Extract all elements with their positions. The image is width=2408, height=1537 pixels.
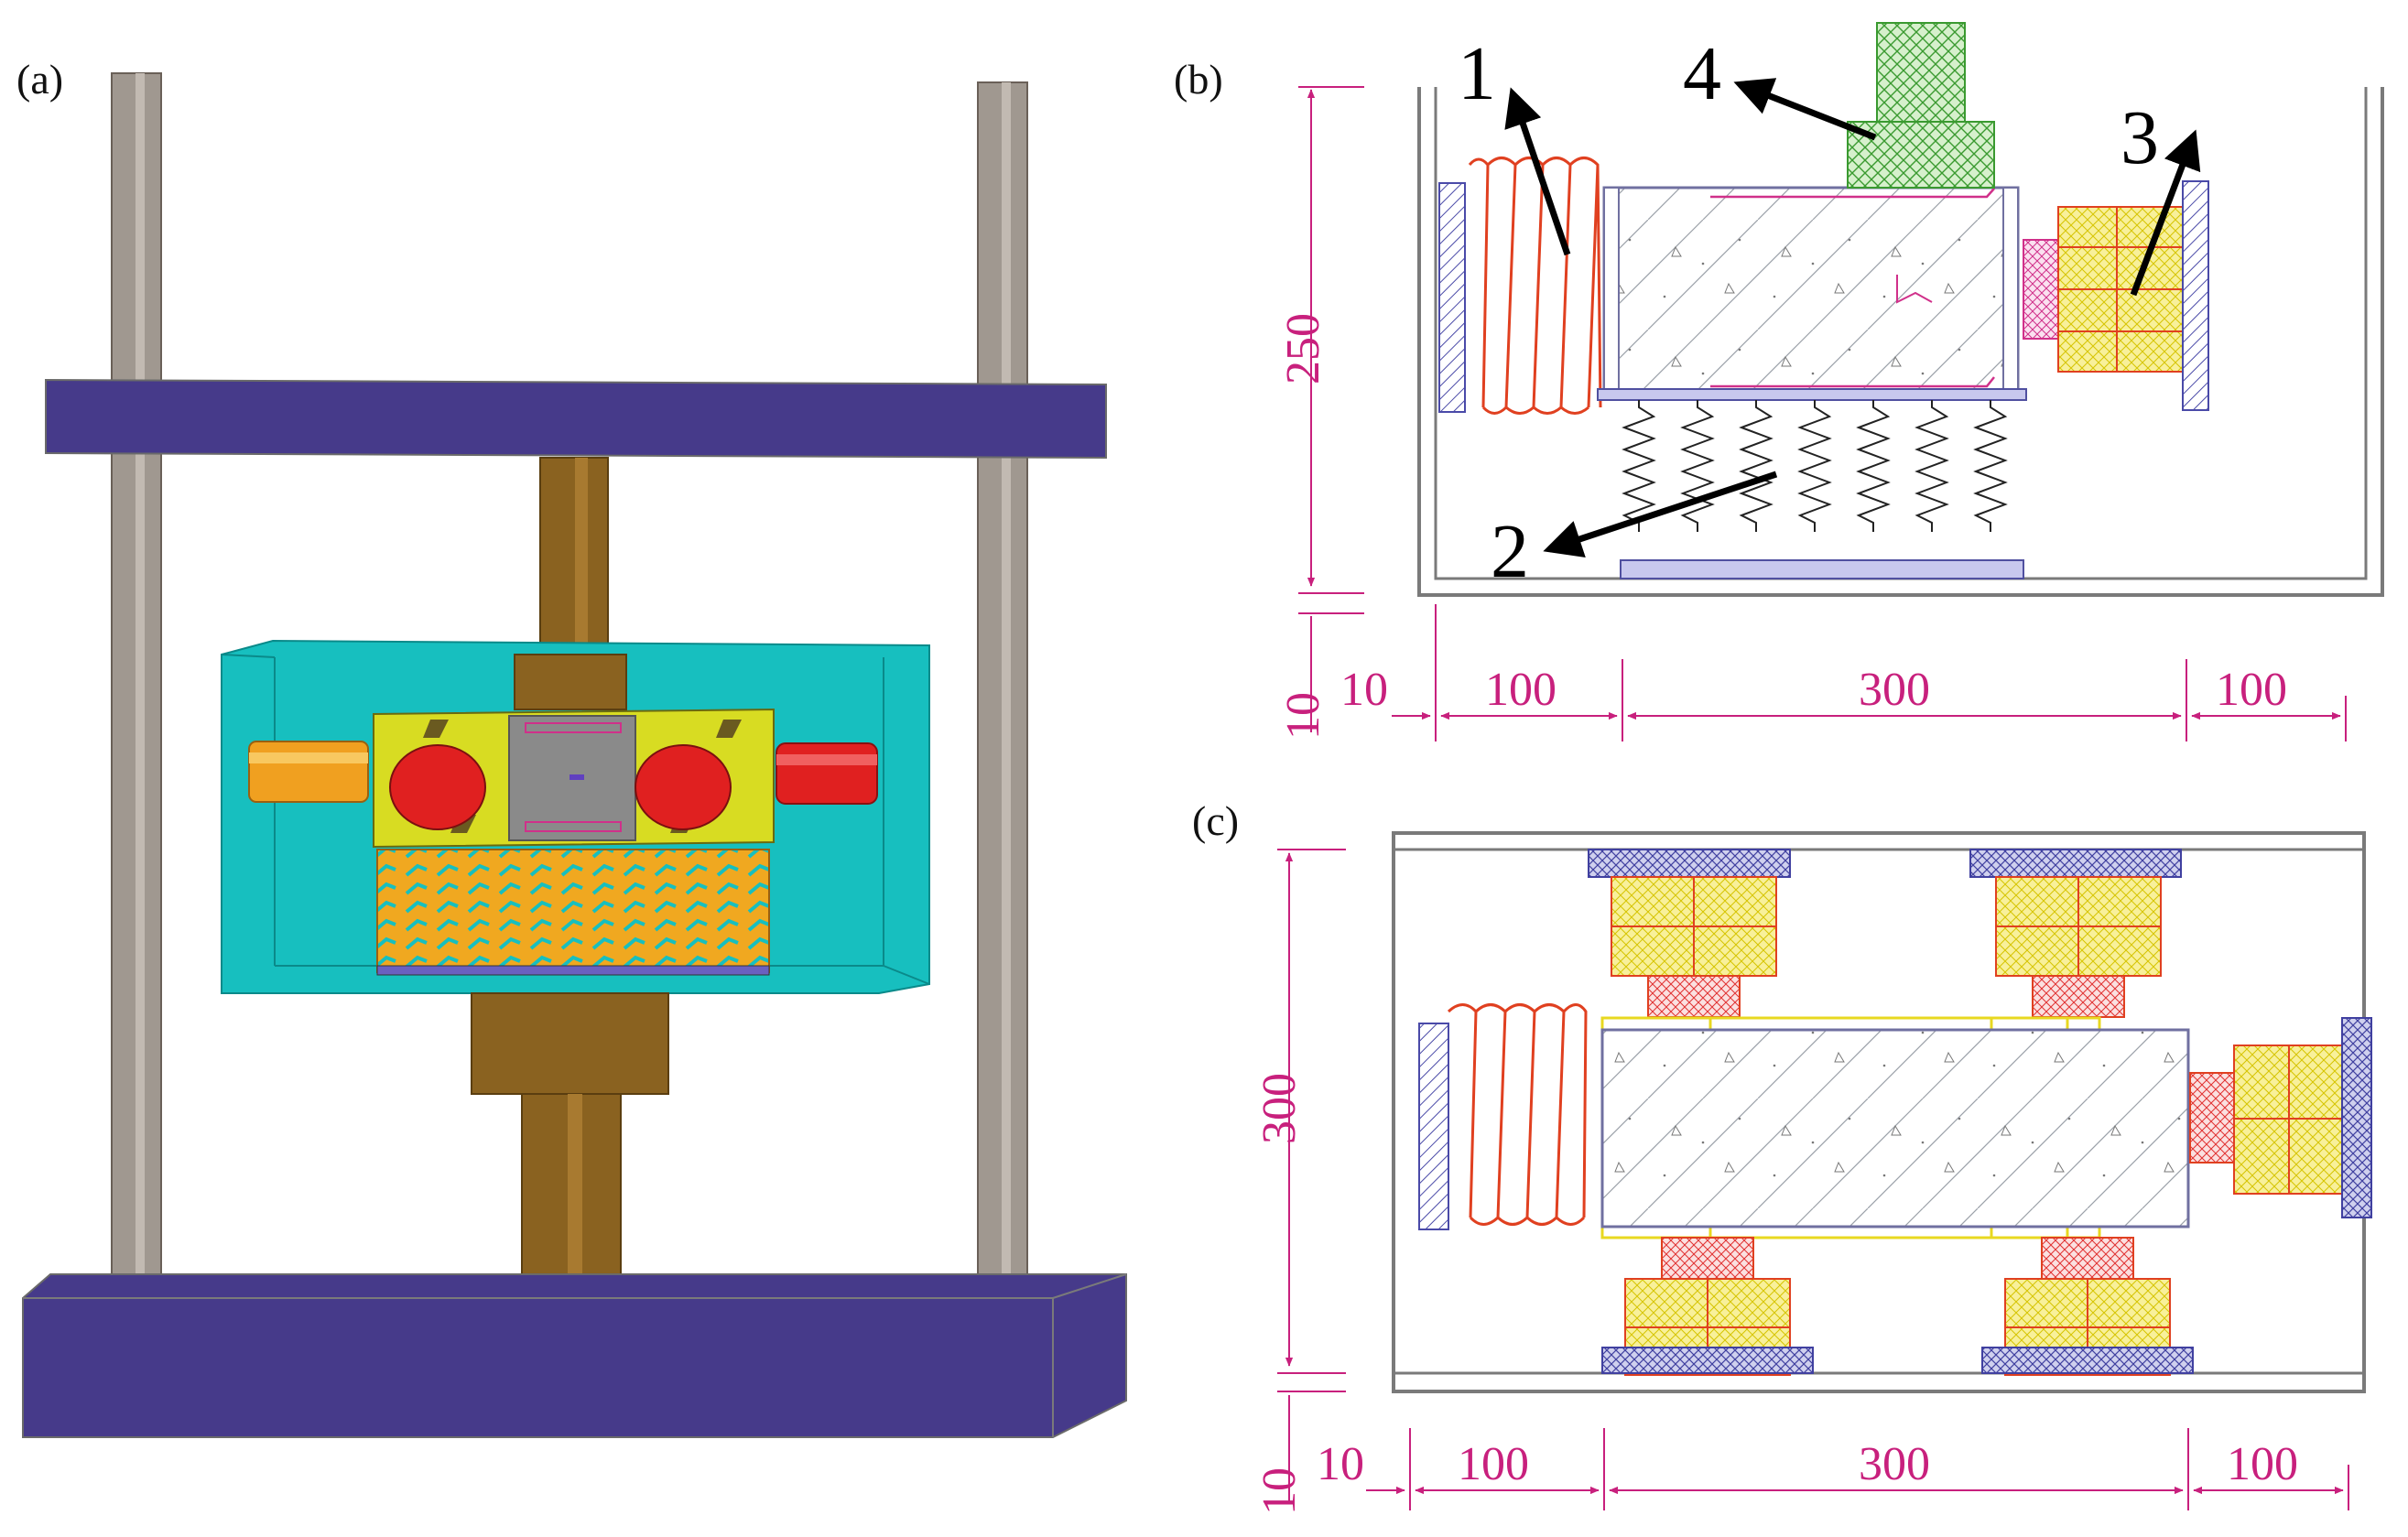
container-b-outline <box>1417 87 2384 597</box>
dim-c-base: 10 <box>1253 1467 1306 1515</box>
vertical-loader-rod <box>1876 22 1966 123</box>
bottom-left-connector <box>1661 1237 1754 1280</box>
bottom-left-pad-plate <box>1601 1347 1814 1374</box>
spring-base-plate-b <box>1620 559 2024 579</box>
dim-c-mid: 300 <box>1859 1438 1930 1490</box>
left-end-plate-c <box>1418 1023 1449 1230</box>
right-end-plate-c <box>2341 1017 2372 1218</box>
callout-arrow-1 <box>1504 87 1571 256</box>
bottom-right-pad-plate <box>1981 1347 2194 1374</box>
panel-a-label: (a) <box>16 56 63 103</box>
callout-arrow-2 <box>1543 471 1778 557</box>
panel-c-label: (c) <box>1192 797 1239 844</box>
right-knob <box>635 744 732 830</box>
horizontal-spring-b <box>1468 157 1602 415</box>
callout-3: 3 <box>2121 95 2159 180</box>
panel-c: (c) <box>1192 797 2372 1515</box>
left-actuator <box>248 741 369 803</box>
dim-b-wall: 10 <box>1340 664 1388 716</box>
spring-bed <box>376 849 770 973</box>
callout-arrow-4 <box>1733 78 1877 141</box>
callout-arrow-3 <box>2130 129 2201 297</box>
bottom-right-connector <box>2041 1237 2134 1280</box>
panel-b-label: (b) <box>1174 56 1223 103</box>
top-left-connector <box>1647 975 1741 1018</box>
horizontal-spring-c <box>1447 1003 1588 1226</box>
vertical-loader-head <box>1847 121 1995 189</box>
dimensions-c <box>1277 849 2349 1510</box>
dim-c-wall: 10 <box>1317 1438 1364 1490</box>
concrete-specimen-c <box>1600 1028 2190 1229</box>
top-right-connector <box>2032 975 2125 1018</box>
right-end-plate <box>2182 180 2209 411</box>
dim-c-height: 300 <box>1253 1073 1306 1144</box>
dim-b-left: 100 <box>1485 664 1557 716</box>
dimensions-b <box>1298 86 2347 741</box>
loading-piston <box>514 654 627 710</box>
callout-4: 4 <box>1683 31 1721 116</box>
top-crossbeam <box>45 378 1107 460</box>
callout-2: 2 <box>1491 509 1529 594</box>
top-left-pad-plate <box>1588 849 1791 878</box>
dim-b-mid: 300 <box>1859 664 1930 716</box>
dim-b-height: 250 <box>1277 313 1329 384</box>
lower-collar <box>471 992 669 1095</box>
bottom-base <box>22 1273 1127 1438</box>
panel-b: (b) <box>1174 22 2384 741</box>
right-actuator <box>776 742 878 805</box>
callout-1: 1 <box>1458 31 1496 116</box>
concrete-specimen-b <box>1602 186 2020 393</box>
panel-a: (a) <box>16 56 1127 1438</box>
dim-b-base: 10 <box>1277 692 1329 740</box>
upper-shaft-highlight <box>575 458 588 650</box>
left-end-plate <box>1438 182 1466 413</box>
actuator-connector-b <box>2023 239 2059 340</box>
dim-b-right: 100 <box>2216 664 2287 716</box>
right-rod-highlight <box>1002 82 1011 1291</box>
dim-c-left: 100 <box>1458 1438 1529 1490</box>
left-knob <box>389 744 486 830</box>
actuator-connector-c <box>2189 1072 2235 1164</box>
upper-shaft <box>539 457 609 651</box>
left-rod-highlight <box>136 73 145 1291</box>
dim-c-right: 100 <box>2227 1438 2298 1490</box>
vertical-spring-bed <box>1622 400 2008 532</box>
top-right-pad-plate <box>1969 849 2182 878</box>
